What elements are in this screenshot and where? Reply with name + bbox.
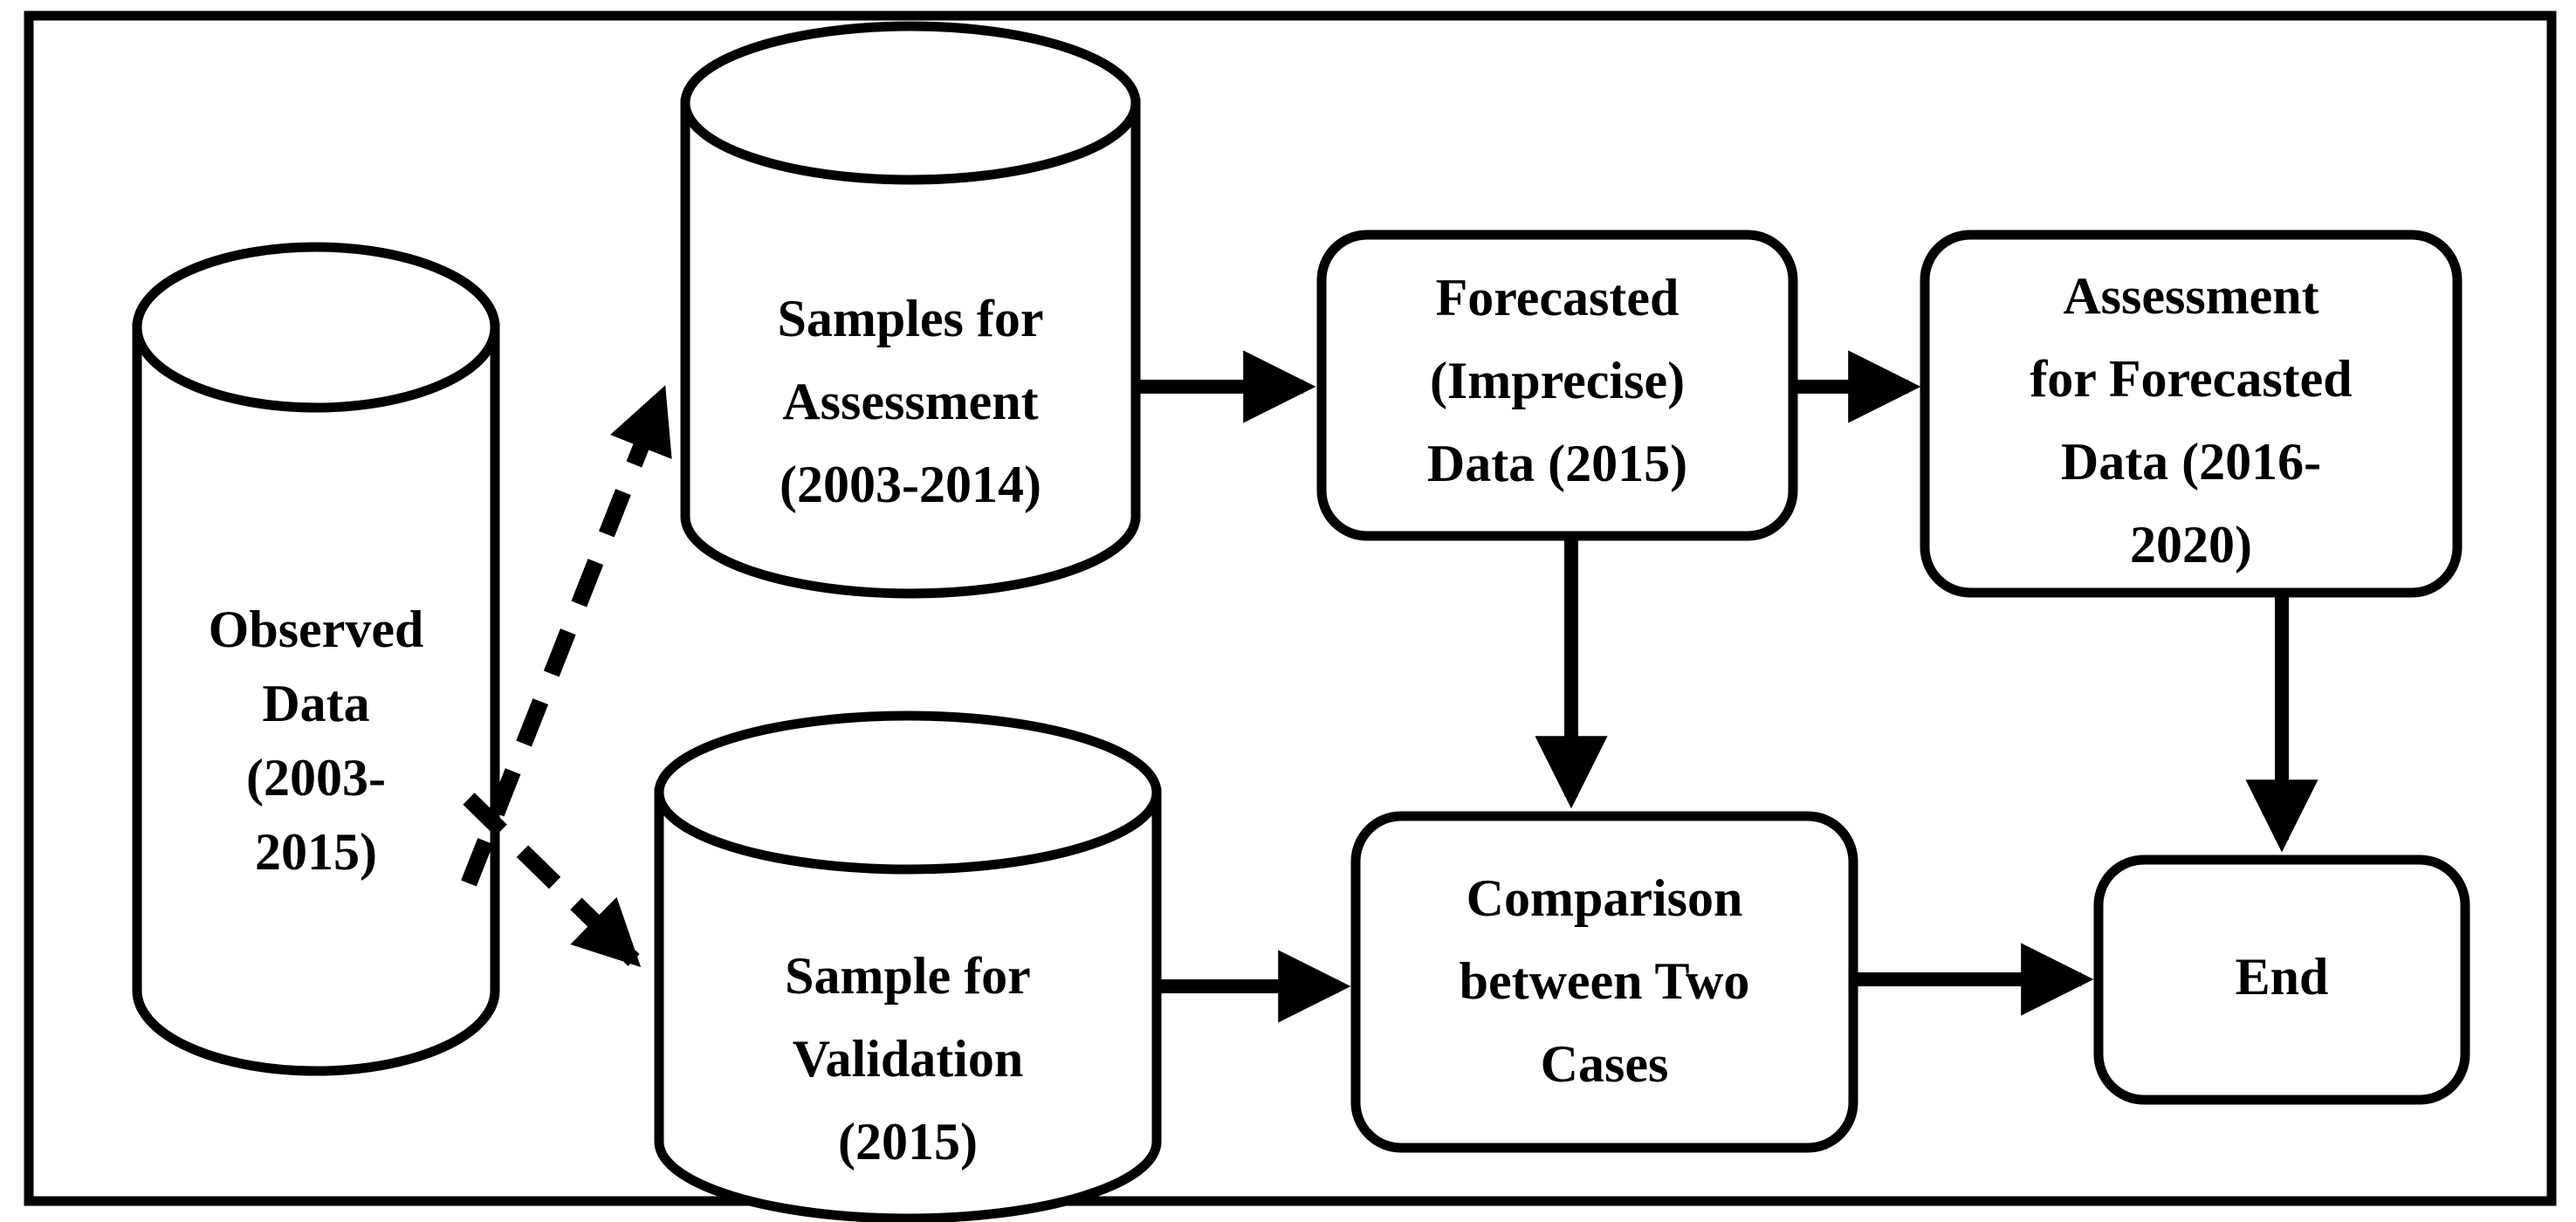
- comparison-between-two-cases-label-line2: between Two: [1460, 952, 1750, 1010]
- samples-for-assessment-cylinder-top: [680, 21, 1141, 185]
- observed-data-label-line1: Observed: [209, 601, 424, 658]
- samples-for-assessment-label-line2: Assessment: [782, 373, 1038, 430]
- sample-for-validation-label-line2: Validation: [793, 1030, 1024, 1088]
- assessment-for-forecasted-data-label-line2: for Forecasted: [2030, 350, 2352, 408]
- comparison-between-two-cases-label-line1: Comparison: [1467, 869, 1743, 927]
- forecasted-imprecise-data-label-line3: Data (2015): [1427, 435, 1687, 492]
- assessment-for-forecasted-data-label-line3: Data (2016-: [2061, 433, 2321, 491]
- node-forecasted-imprecise-data[interactable]: Forecasted (Imprecise) Data (2015): [1316, 230, 1798, 541]
- node-end[interactable]: End: [2093, 855, 2470, 1105]
- comparison-between-two-cases-box: [1350, 811, 1858, 1153]
- observed-data-label-line4: 2015): [255, 823, 377, 881]
- forecasted-imprecise-data-label-line2: (Imprecise): [1430, 352, 1685, 409]
- observed-data-label-line2: Data: [262, 675, 369, 732]
- node-comparison-between-two-cases[interactable]: Comparison between Two Cases: [1350, 811, 1858, 1153]
- comparison-between-two-cases-label-line3: Cases: [1541, 1035, 1669, 1093]
- end-box: [2093, 855, 2470, 1105]
- edge-observed-to-samples: [461, 385, 672, 887]
- assessment-for-forecasted-data-box: [1920, 230, 2463, 598]
- node-assessment-for-forecasted-data[interactable]: Assessment for Forecasted Data (2016- 20…: [1920, 230, 2463, 598]
- sample-for-validation-label-line1: Sample for: [785, 947, 1031, 1005]
- node-observed-data[interactable]: Observed Data (2003- 2015): [132, 242, 500, 1076]
- node-sample-for-validation[interactable]: Sample for Validation (2015): [654, 711, 1162, 1222]
- sample-for-validation-cylinder-top: [654, 711, 1162, 875]
- assessment-for-forecasted-data-label-line1: Assessment: [2063, 267, 2318, 325]
- observed-data-cylinder-top: [132, 242, 500, 413]
- observed-data-label-line3: (2003-: [246, 749, 386, 807]
- sample-for-validation-cylinder-body: [654, 787, 1162, 1222]
- samples-for-assessment-label-line1: Samples for: [778, 290, 1044, 347]
- forecasted-imprecise-data-box: [1316, 230, 1798, 541]
- edge-observed-to-validation: [463, 793, 642, 967]
- samples-for-assessment-cylinder-body: [680, 98, 1141, 599]
- sample-for-validation-label-line3: (2015): [838, 1113, 978, 1171]
- samples-for-assessment-label-line3: (2003-2014): [780, 456, 1041, 513]
- end-label: End: [2236, 948, 2329, 1006]
- forecasted-imprecise-data-label-line1: Forecasted: [1436, 269, 1680, 326]
- figure-border: [24, 10, 2557, 1206]
- node-samples-for-assessment[interactable]: Samples for Assessment (2003-2014): [680, 21, 1141, 599]
- assessment-for-forecasted-data-label-line4: 2020): [2130, 516, 2252, 573]
- observed-data-cylinder-body: [132, 322, 500, 1076]
